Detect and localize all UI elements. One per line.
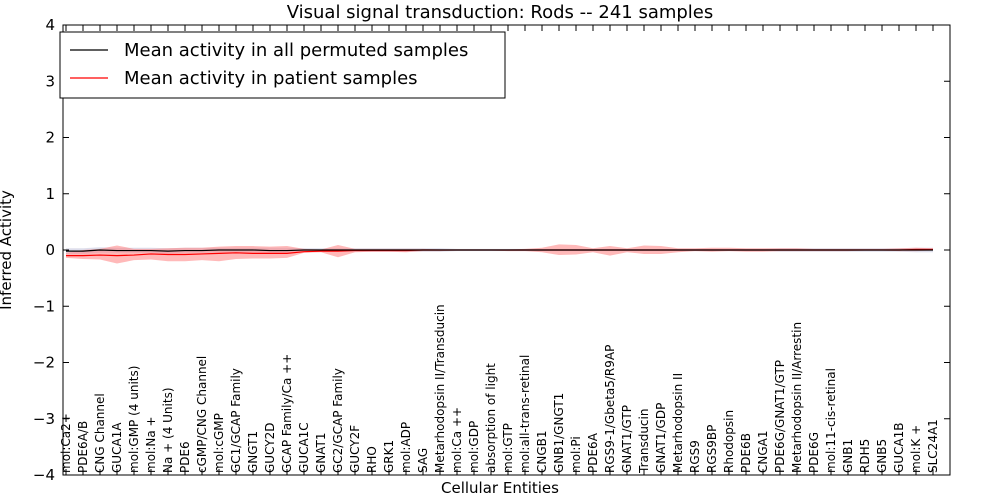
x-tick-label: mol:ADP (399, 422, 413, 473)
y-tick-label: 1 (45, 185, 55, 203)
x-tick-label: mol:cGMP (212, 413, 226, 473)
x-tick-label: GCAP Family/Ca ++ (280, 354, 294, 473)
x-tick-label: mol:11-cis-retinal (824, 368, 838, 473)
x-tick-label: Metarhodopsin II (671, 373, 685, 473)
y-tick-label: 4 (45, 16, 55, 34)
x-tick-label: PDE6A (586, 432, 600, 473)
x-tick-label: mol:GMP (4 units) (127, 366, 141, 473)
x-tick-label: GNB1/GNGT1 (552, 393, 566, 473)
x-tick-label: SAG (416, 448, 430, 473)
x-tick-label: mol:Pi (569, 436, 583, 473)
x-tick-label: RGS9-1/Gbeta5/R9AP (603, 345, 617, 473)
chart-title: Visual signal transduction: Rods -- 241 … (287, 2, 714, 23)
x-tick-label: CNGB1 (535, 430, 549, 473)
x-tick-label: Metarhodopsin II/Transducin (433, 304, 447, 473)
x-tick-label: cGMP/CNG Channel (195, 356, 209, 473)
y-axis-label: Inferred Activity (0, 190, 15, 310)
x-tick-label: GNAT1 (314, 432, 328, 473)
legend-label-patient: Mean activity in patient samples (124, 68, 418, 89)
x-tick-label: RHO (365, 446, 379, 473)
x-tick-label: mol:Ca ++ (450, 407, 464, 473)
x-tick-label: RDH5 (858, 439, 872, 473)
legend-label-permuted: Mean activity in all permuted samples (124, 40, 468, 61)
x-tick-label: RGS9BP (705, 425, 719, 473)
x-tick-label: PDE6B (739, 433, 753, 473)
x-tick-label: GRK1 (382, 440, 396, 473)
y-tick-label: 3 (45, 72, 55, 90)
y-tick-label: 0 (45, 241, 55, 259)
x-tick-label: GNAT1/GDP (654, 403, 668, 473)
x-tick-label: GUCA1B (892, 422, 906, 473)
x-tick-label: GUCA1C (297, 422, 311, 473)
x-tick-label: GUCY2D (263, 423, 277, 473)
x-tick-label: GC2/GCAP Family (331, 368, 345, 473)
series-line-permuted (66, 249, 933, 252)
x-tick-label: mol:GTP (501, 423, 515, 473)
x-tick-label: Metarhodopsin II/Arrestin (790, 322, 804, 473)
x-tick-label: Rhodopsin (722, 410, 736, 473)
x-tick-label: Transducin (637, 409, 651, 474)
x-tick-label: mol:Na + (144, 416, 158, 473)
legend: Mean activity in all permuted samples Me… (59, 31, 506, 99)
x-tick-label: CNGA1 (756, 431, 770, 474)
y-tick-label: −3 (33, 410, 55, 428)
x-tick-label: absorption of light (484, 363, 498, 473)
x-tick-label: CNG Channel (93, 393, 107, 473)
x-tick-label: mol:all-trans-retinal (518, 355, 532, 473)
x-tick-label: PDE6G (807, 432, 821, 473)
y-tick-label: −2 (33, 354, 55, 372)
x-tick-label: PDE6 (178, 441, 192, 473)
x-tick-label: GNB1 (841, 439, 855, 473)
x-tick-label: GNAT1/GTP (620, 405, 634, 473)
x-tick-label: SLC24A1 (926, 419, 940, 473)
x-axis-label: Cellular Entities (441, 479, 559, 497)
x-tick-label: mol:Ca2+ (59, 413, 73, 473)
x-tick-label: GUCA1A (110, 422, 124, 473)
x-tick-label: PDE6A/B (76, 421, 90, 473)
x-tick-label: RGS9 (688, 440, 702, 473)
legend-box (59, 31, 506, 99)
y-tick-label: −1 (33, 297, 55, 315)
x-tick-label: PDE6G/GNAT1/GTP (773, 360, 787, 473)
x-tick-label: GNGT1 (246, 431, 260, 473)
y-tick-label: 2 (45, 129, 55, 147)
y-axis: −4 −3 −2 −1 0 1 2 3 4 (33, 16, 950, 484)
series-lines (66, 248, 933, 257)
x-tick-label: GUCY2F (348, 425, 362, 473)
x-tick-label: mol:GDP (467, 421, 481, 473)
x-tick-label: GNB5 (875, 439, 889, 473)
x-tick-label: GC1/GCAP Family (229, 368, 243, 473)
y-tick-label: −4 (33, 466, 55, 484)
x-tick-label: Na + (4 Units) (161, 387, 175, 473)
x-tick-label: mol:K + (909, 425, 923, 473)
band-patient (66, 244, 933, 264)
